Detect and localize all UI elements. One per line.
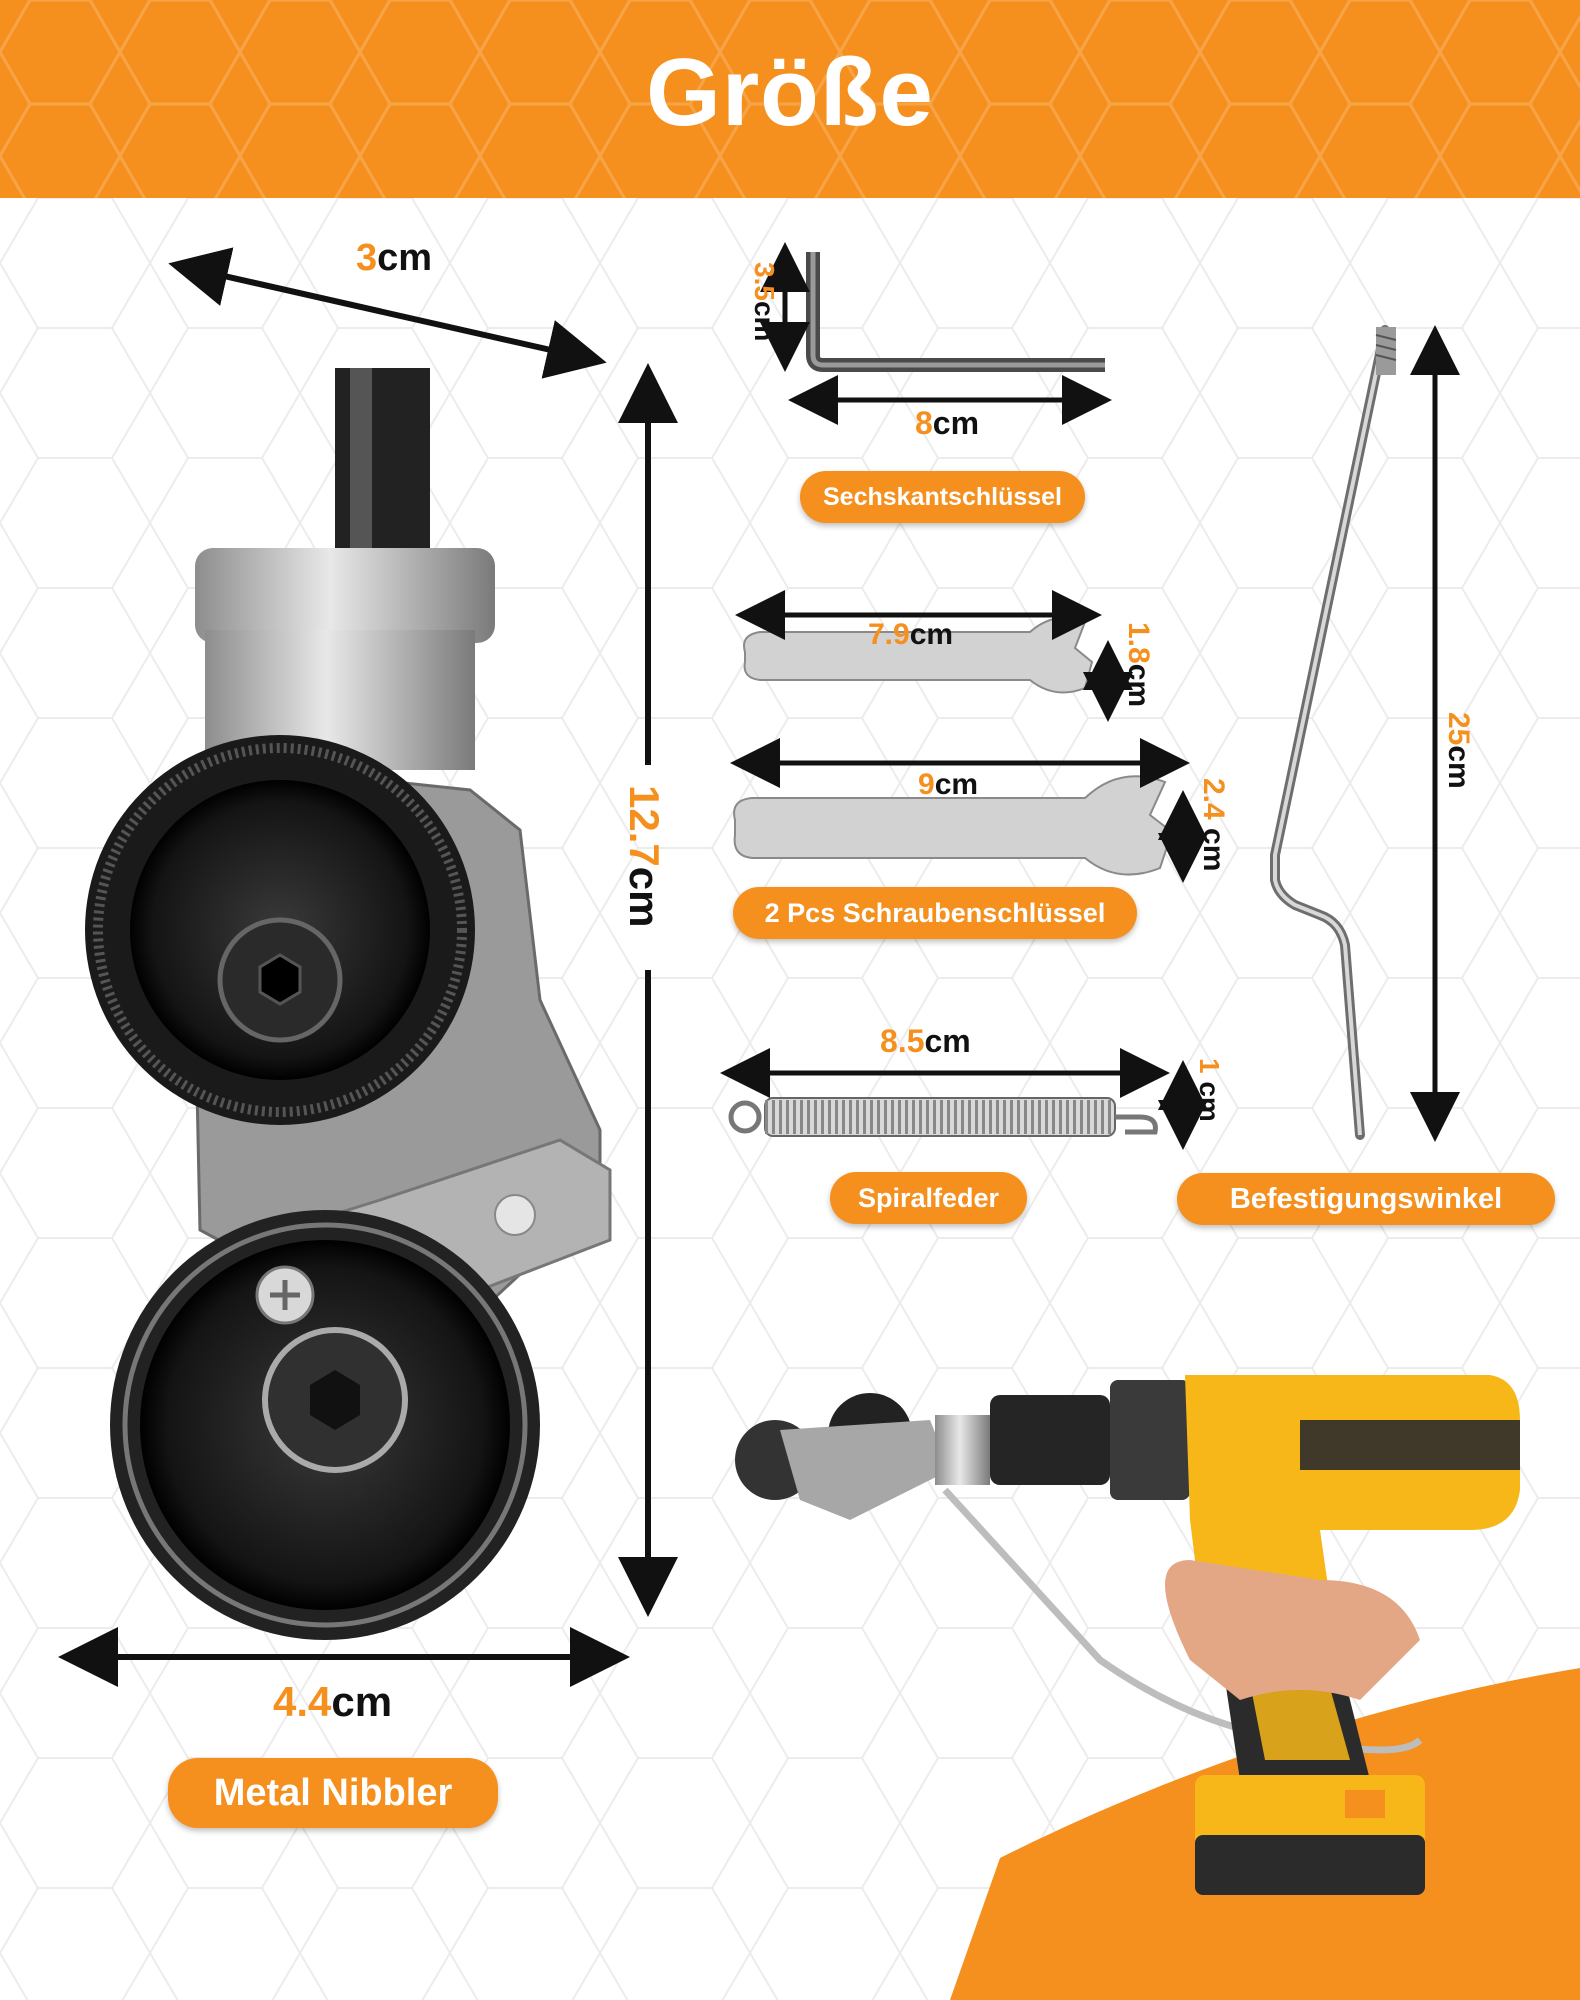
wrench-large-jaw-label: 2.4 cm [1197, 778, 1230, 872]
wrenches-label-pill: 2 Pcs Schraubenschlüssel [733, 887, 1137, 939]
hex-key-icon [806, 252, 1105, 372]
width-top-arrow-icon [168, 247, 607, 379]
hexagon-pattern-icon [0, 0, 1580, 198]
page-title: Größe [646, 39, 934, 146]
spring-icon [728, 1097, 1158, 1137]
bracket-label-pill: Befestigungswinkel [1177, 1173, 1555, 1225]
spring-height-label: 1 cm [1194, 1058, 1225, 1122]
spring-label-pill: Spiralfeder [830, 1172, 1027, 1224]
nibbler-label-pill: Metal Nibbler [168, 1758, 498, 1828]
nibbler-width-bottom-label: 4.4cm [273, 1678, 393, 1725]
nibbler-height-label: 12.7cm [621, 785, 668, 928]
nibbler-tool-icon [85, 368, 612, 1640]
wrench-large-width-label: 9cm [918, 768, 979, 801]
drill-icon [735, 1375, 1520, 1895]
bracket-rod-icon [1270, 325, 1397, 1140]
hex-key-width-label: 8cm [915, 405, 980, 441]
bracket-height-label: 25cm [1442, 712, 1475, 789]
wrench-small-jaw-label: 1.8cm [1122, 622, 1155, 708]
hex-key-label-pill: Sechskantschlüssel [800, 471, 1085, 523]
header-banner: Größe [0, 0, 1580, 198]
hex-key-height-label: 3.5cm [749, 262, 780, 342]
nibbler-width-top-label: 3cm [356, 237, 433, 279]
spring-width-label: 8.5cm [880, 1023, 971, 1059]
wrench-small-width-label: 7.9cm [868, 618, 954, 651]
